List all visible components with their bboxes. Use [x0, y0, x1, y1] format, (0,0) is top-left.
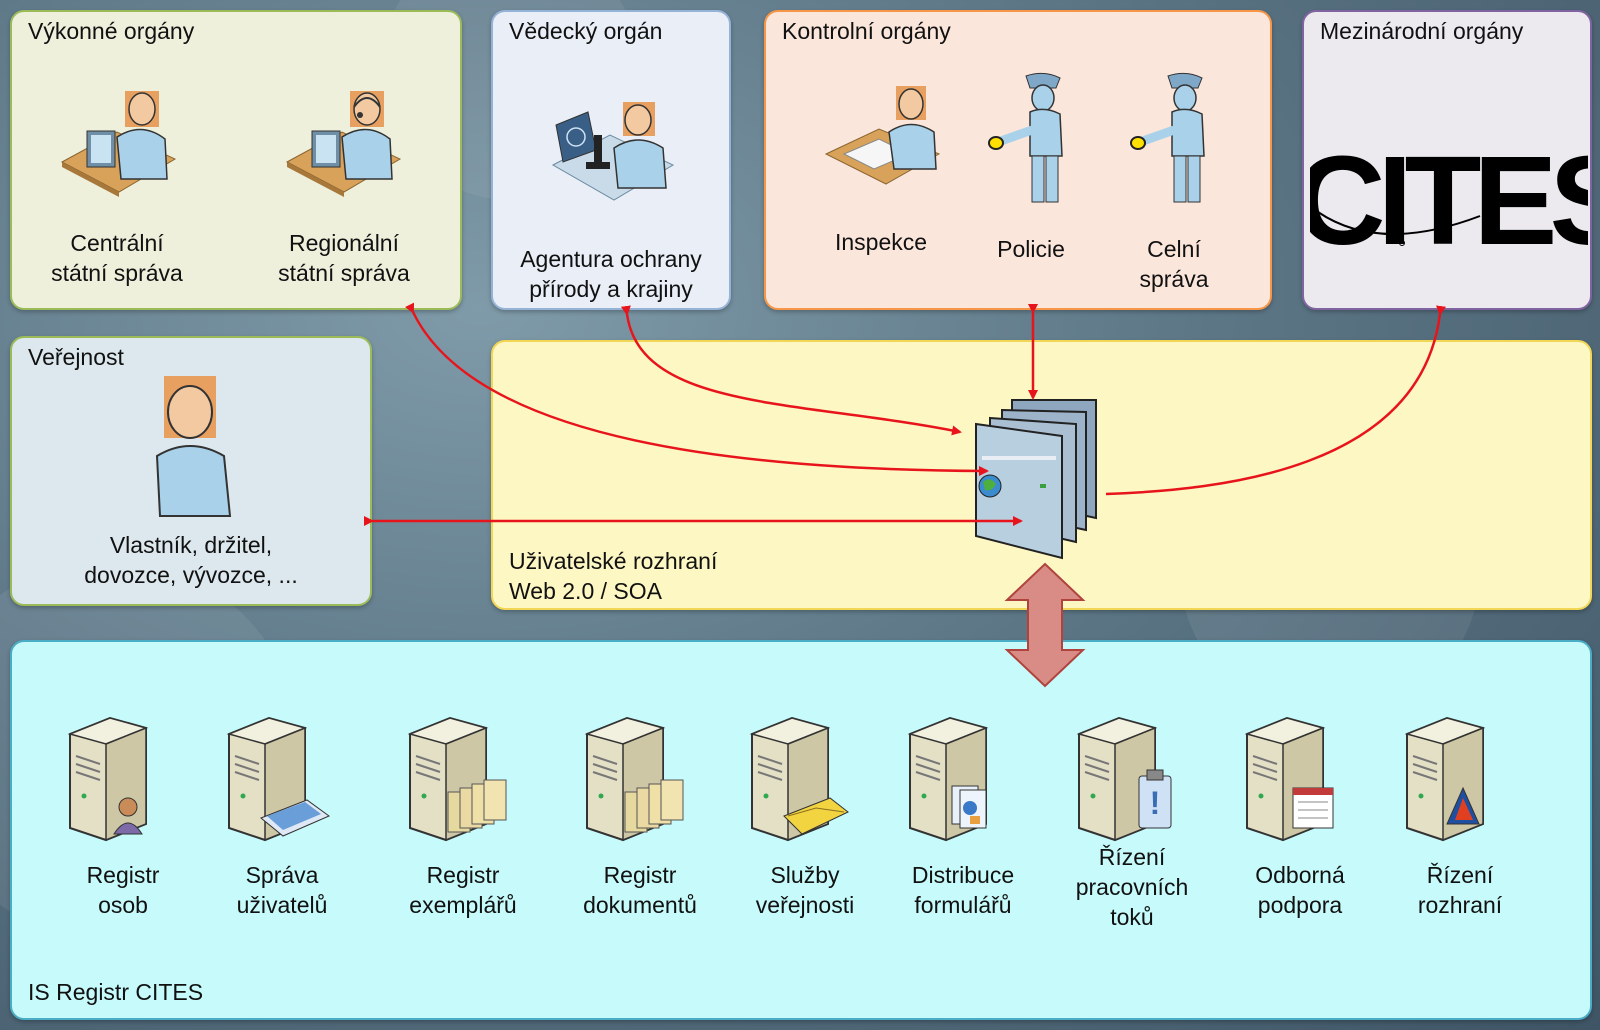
- executive-bodies-panel: Výkonné orgány Centrální státní správa R…: [10, 10, 462, 310]
- system-module: Správa uživatelů: [207, 712, 357, 952]
- system-module: Registr osob: [48, 712, 198, 952]
- data-exchange-arrow-icon: [1004, 562, 1086, 688]
- server-folders-icon: [584, 716, 684, 842]
- system-module: ! Řízení pracovních toků: [1057, 712, 1207, 952]
- desk-worker-headset-icon: [285, 91, 402, 197]
- international-bodies-panel: Mezinárodní orgány CITES: [1302, 10, 1592, 310]
- system-module: Distribuce formulářů: [888, 712, 1038, 952]
- system-module: Registr dokumentů: [565, 712, 715, 952]
- system-module-label: Řízení pracovních toků: [1075, 844, 1189, 930]
- executive-item-label-central: Centrální státní správa: [51, 230, 183, 286]
- system-module-label: Registr exemplářů: [409, 862, 517, 918]
- server-clipboard-icon: !: [1076, 716, 1172, 842]
- svg-text:!: !: [1150, 785, 1161, 821]
- system-module-label: Odborná podpora: [1255, 862, 1345, 918]
- executive-bodies-title: Výkonné orgány: [28, 18, 195, 44]
- control-item-label-police: Policie: [997, 236, 1065, 262]
- cites-logo: CITES: [1310, 130, 1588, 269]
- control-bodies-panel: Kontrolní orgány Inspekce Policie Celní …: [764, 10, 1272, 310]
- cites-logo-text: CITES: [1310, 130, 1588, 269]
- desk-worker-icon: [60, 91, 177, 197]
- public-panel: Veřejnost Vlastník, držitel, dovozce, vý…: [10, 336, 372, 606]
- system-module-label: Správa uživatelů: [236, 862, 328, 918]
- server-document-icon: [1244, 716, 1334, 842]
- server-folders-icon: [407, 716, 507, 842]
- public-title: Veřejnost: [28, 344, 124, 370]
- system-module-label: Registr dokumentů: [583, 862, 697, 918]
- system-module-label: Distribuce formulářů: [911, 862, 1015, 918]
- inspector-desk-icon: [824, 86, 941, 185]
- scientific-body-title: Vědecký orgán: [509, 18, 663, 44]
- scientist-microscope-icon: [551, 102, 675, 201]
- control-bodies-title: Kontrolní orgány: [782, 18, 951, 44]
- scientific-item-label: Agentura ochrany přírody a krajiny: [520, 246, 702, 302]
- public-item-label: Vlastník, držitel, dovozce, vývozce, ...: [84, 532, 298, 588]
- web-pages-stack-icon: [975, 399, 1097, 560]
- server-person-icon: [67, 716, 149, 842]
- scientific-body-panel: Vědecký orgán Agentura ochrany přírody a…: [491, 10, 731, 310]
- system-module: Řízení rozhraní: [1385, 712, 1535, 952]
- server-address-book-icon: [226, 716, 331, 842]
- executive-item-label-regional: Regionální státní správa: [278, 230, 410, 286]
- person-icon: [155, 376, 232, 517]
- police-officer-icon: [988, 72, 1063, 203]
- control-item-label-inspection: Inspekce: [834, 229, 928, 255]
- system-module: Registr exemplářů: [388, 712, 538, 952]
- user-interface-title: Uživatelské rozhraní Web 2.0 / SOA: [509, 548, 718, 604]
- system-title: IS Registr CITES: [28, 979, 204, 1005]
- system-module: Služby veřejnosti: [730, 712, 880, 952]
- control-item-label-customs: Celní správa: [1139, 236, 1209, 292]
- server-mail-icon: [749, 716, 849, 842]
- server-forms-icon: [907, 716, 989, 842]
- system-module: Odborná podpora: [1225, 712, 1375, 952]
- system-module-label: Řízení rozhraní: [1417, 862, 1503, 918]
- system-module-label: Registr osob: [86, 862, 160, 918]
- server-warning-icon: [1404, 716, 1486, 842]
- system-module-label: Služby veřejnosti: [755, 862, 855, 918]
- customs-officer-icon: [1130, 72, 1205, 203]
- international-bodies-title: Mezinárodní orgány: [1320, 18, 1524, 44]
